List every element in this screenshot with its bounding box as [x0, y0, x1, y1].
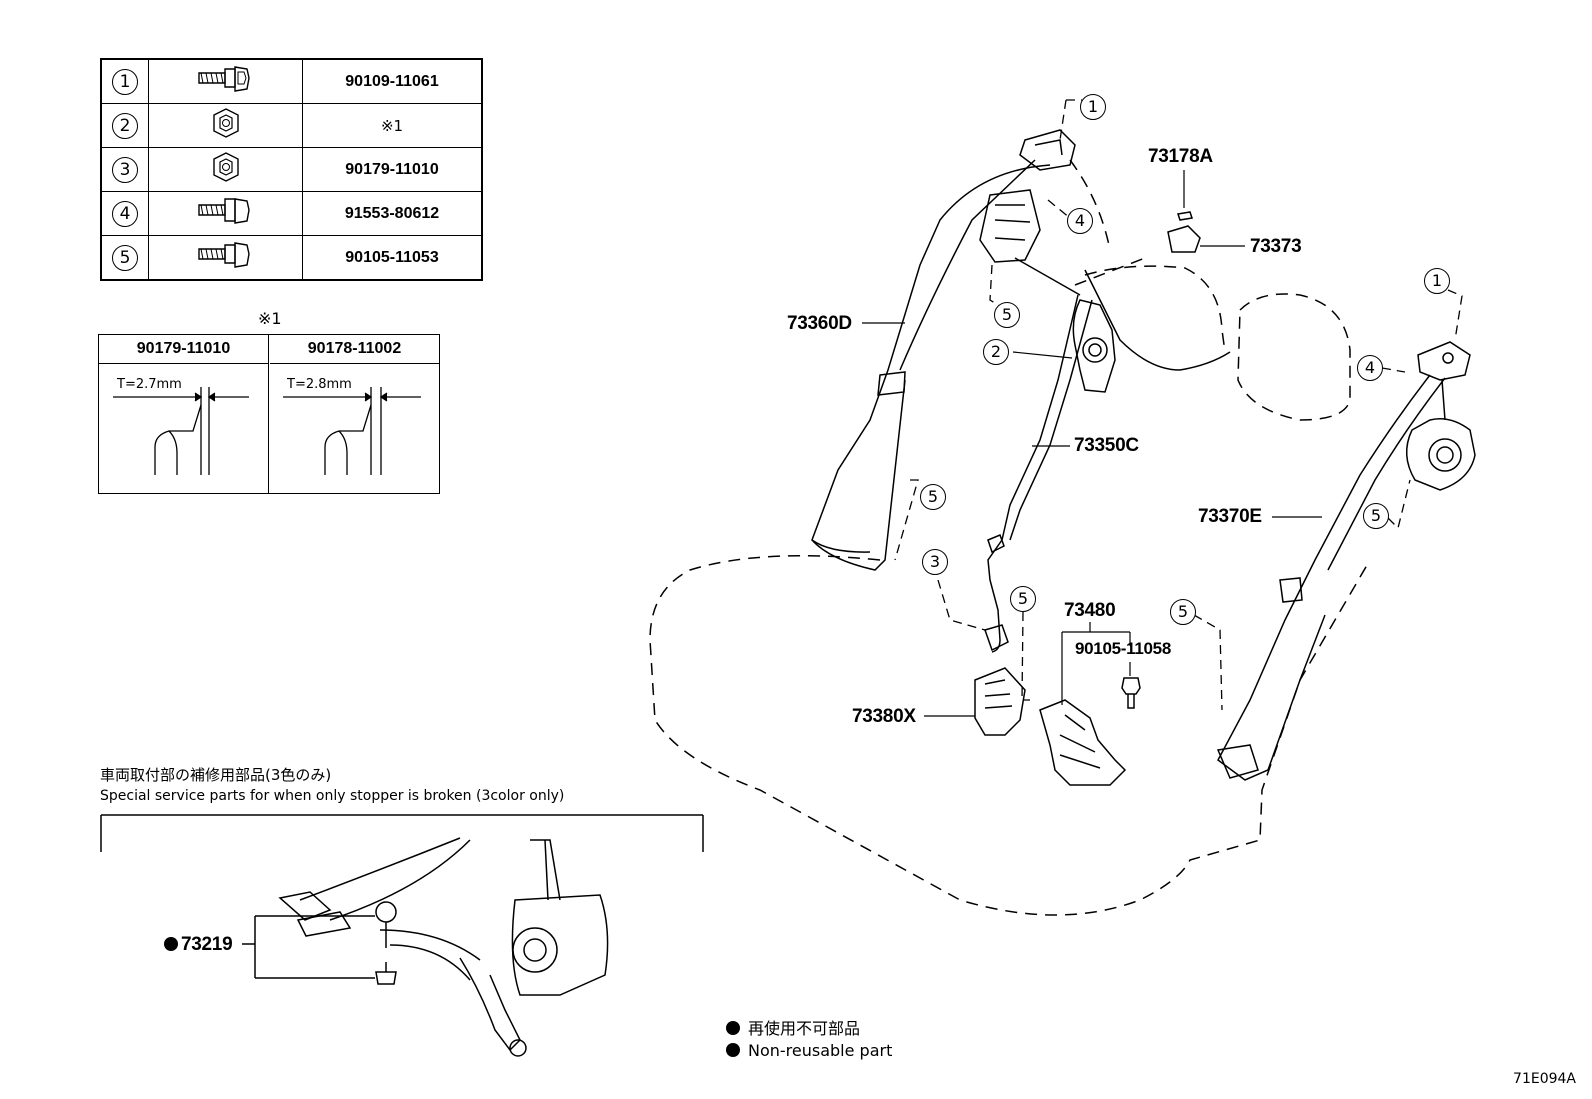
belt-73370e	[1217, 374, 1431, 781]
fastener-row: 1 90109-11061	[100, 58, 483, 104]
thickness-note-box: 90179-11010 90178-11002 T=2.7mm T=2.8mm	[98, 334, 440, 494]
part-73380x: 73380X	[852, 706, 916, 727]
fastener-row: 3 90179-11010	[100, 147, 483, 192]
thickness-left-label: T=2.7mm	[117, 377, 182, 392]
diagram-code: 71E094A	[1513, 1071, 1576, 1087]
callout-4: 4	[1357, 355, 1383, 381]
callout-5: 5	[1170, 599, 1196, 625]
buckle-73480	[1039, 699, 1127, 786]
legend-jp: 再使用不可部品	[726, 1015, 860, 1039]
nut-section-drawing	[113, 387, 421, 475]
callout-1: 1	[1424, 268, 1450, 294]
part-73178a: 73178A	[1148, 146, 1213, 167]
callout-5: 5	[1010, 586, 1036, 612]
callout-3: 3	[922, 549, 948, 575]
headrest-outline	[1237, 293, 1351, 421]
fastener-part-number: 91553-80612	[302, 191, 483, 236]
legend-en: Non-reusable part	[726, 1041, 892, 1060]
belt-73350c	[987, 294, 1079, 653]
belt-73360d	[811, 164, 1051, 571]
callout-5: 5	[920, 484, 946, 510]
fastener-number: 2	[112, 112, 138, 139]
buckle-73380x	[974, 667, 1026, 736]
bolt-icon	[197, 242, 250, 268]
callout-5: 5	[1363, 503, 1389, 529]
callout-2: 2	[983, 339, 1009, 365]
fastener-number: 5	[112, 244, 138, 271]
part-90105-11058: 90105-11058	[1075, 639, 1171, 658]
fastener-number: 3	[112, 156, 138, 183]
nut-icon	[212, 152, 239, 182]
non-reusable-marker	[164, 937, 178, 951]
service-title-en: Special service parts for when only stop…	[100, 788, 565, 804]
part-73373: 73373	[1250, 236, 1302, 257]
fastener-part-number: 90105-11053	[302, 235, 483, 281]
seat-cushion-outline	[649, 555, 1371, 916]
fastener-number: 4	[112, 200, 138, 227]
fastener-row: 4 91553-80612	[100, 191, 483, 236]
thickness-left-part: 90179-11010	[99, 335, 268, 364]
stopper-drawing	[299, 837, 471, 921]
fastener-part-number: 90179-11010	[302, 147, 483, 192]
part-73219: 73219	[181, 934, 233, 955]
thickness-right-label: T=2.8mm	[287, 377, 352, 392]
thickness-divider	[268, 335, 269, 493]
part-73480: 73480	[1064, 600, 1116, 621]
non-reusable-dot-icon	[726, 1043, 740, 1057]
bolt-icon	[197, 198, 250, 224]
note-mark: ※1	[258, 309, 282, 328]
callout-4: 4	[1067, 208, 1093, 234]
seatback-outline	[1084, 265, 1226, 353]
fastener-table: 1 90109-11061 2 ※1	[100, 58, 483, 281]
part-73360d: 73360D	[787, 313, 852, 334]
nut-icon	[212, 108, 239, 138]
fastener-row: 5 90105-11053	[100, 235, 483, 281]
part-73370e: 73370E	[1198, 506, 1262, 527]
part-73350c: 73350C	[1074, 435, 1139, 456]
bolt-icon	[197, 66, 250, 92]
non-reusable-dot-icon	[726, 1021, 740, 1035]
service-title-jp: 車両取付部の補修用部品(3色のみ)	[100, 766, 332, 784]
thickness-right-part: 90178-11002	[270, 335, 439, 364]
fastener-number: 1	[112, 68, 138, 95]
callout-1: 1	[1080, 94, 1106, 120]
callout-5: 5	[994, 302, 1020, 328]
